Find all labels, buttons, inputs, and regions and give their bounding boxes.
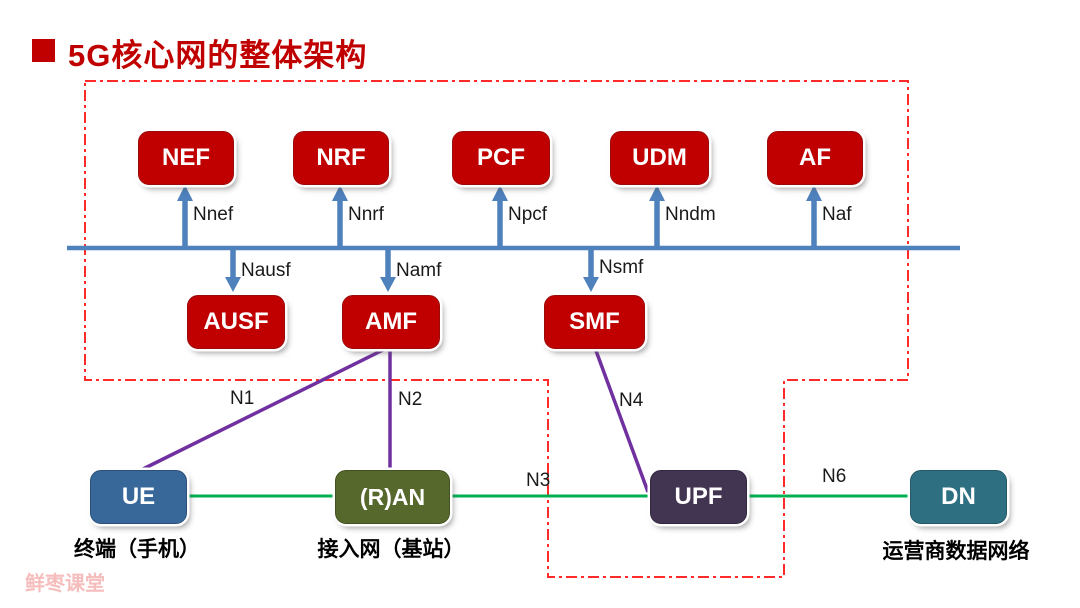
namf-arrow-down xyxy=(380,248,396,292)
ue-node: UE xyxy=(90,470,187,524)
n6-link-label: N6 xyxy=(822,466,847,487)
ue-caption: 终端（手机） xyxy=(74,538,200,561)
nausf-arrow-down xyxy=(225,248,241,292)
upf-node: UPF xyxy=(650,470,747,524)
nndm-arrow-up xyxy=(649,185,665,248)
nef-label: NEF xyxy=(162,144,210,171)
naf-interface-label: Naf xyxy=(822,204,852,225)
ran-caption: 接入网（基站） xyxy=(317,538,465,561)
ran-node: (R)AN xyxy=(335,470,450,524)
nnrf-arrow-up xyxy=(332,185,348,248)
nsmf-interface-label: Nsmf xyxy=(599,257,644,278)
nausf-interface-label: Nausf xyxy=(241,260,291,281)
page-title: 5G核心网的整体架构 xyxy=(68,38,368,73)
smf-label: SMF xyxy=(569,308,620,335)
naf-arrow-up xyxy=(806,185,822,248)
pcf-node: PCF xyxy=(452,131,550,185)
dn-label: DN xyxy=(941,483,976,510)
dn-caption: 运营商数据网络 xyxy=(882,540,1030,563)
dn-node: DN xyxy=(910,470,1007,524)
npcf-interface-label: Npcf xyxy=(508,204,548,225)
nef-node: NEF xyxy=(138,131,234,185)
udm-label: UDM xyxy=(632,144,687,171)
nndm-interface-label: Nndm xyxy=(665,204,716,225)
title-bullet-icon xyxy=(32,39,55,62)
amf-label: AMF xyxy=(365,308,417,335)
namf-interface-label: Namf xyxy=(396,260,442,281)
upf-label: UPF xyxy=(674,483,723,510)
af-node: AF xyxy=(767,131,863,185)
ausf-node: AUSF xyxy=(187,295,285,349)
n4-link-label: N4 xyxy=(619,390,644,411)
n4-link-line xyxy=(593,347,650,493)
nrf-label: NRF xyxy=(316,144,366,171)
ran-label: (R)AN xyxy=(359,483,426,510)
nnrf-interface-label: Nnrf xyxy=(348,204,384,225)
watermark: 鲜枣课堂 xyxy=(25,573,105,595)
n1-link-label: N1 xyxy=(230,388,255,409)
ue-label: UE xyxy=(121,483,156,510)
n3-link-label: N3 xyxy=(526,470,551,491)
nrf-node: NRF xyxy=(293,131,389,185)
udm-node: UDM xyxy=(610,131,709,185)
n2-link-label: N2 xyxy=(398,389,423,410)
core-network-boundary xyxy=(84,80,909,578)
amf-node: AMF xyxy=(342,295,440,349)
af-label: AF xyxy=(799,144,831,171)
nnef-arrow-up xyxy=(177,185,193,248)
n1-link-line xyxy=(140,346,388,472)
pcf-label: PCF xyxy=(477,144,525,171)
nsmf-arrow-down xyxy=(583,248,599,292)
npcf-arrow-up xyxy=(492,185,508,248)
ausf-label: AUSF xyxy=(203,308,269,335)
smf-node: SMF xyxy=(544,295,645,349)
nnef-interface-label: Nnef xyxy=(193,204,234,225)
